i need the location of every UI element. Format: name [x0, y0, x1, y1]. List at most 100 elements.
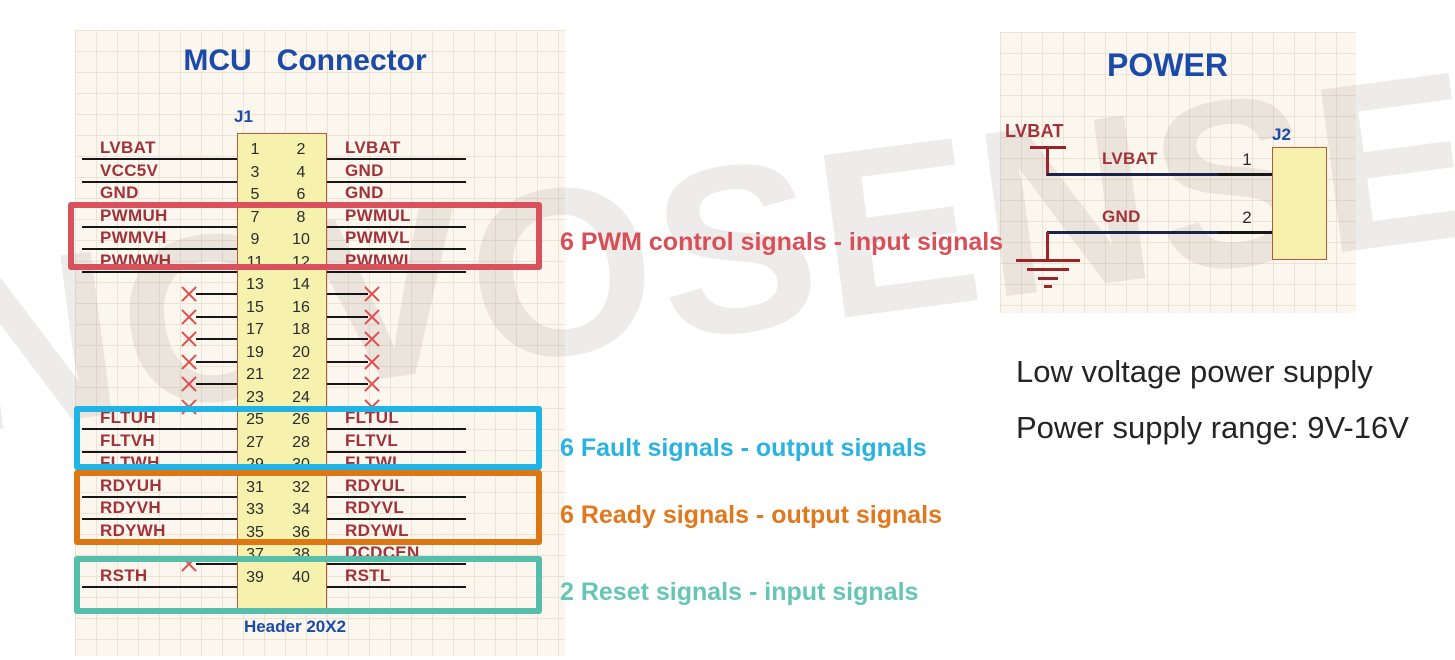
pin-number-even: 32: [292, 478, 310, 496]
pin-number-even: 10: [292, 231, 310, 248]
signal-group-annotation-3: 2 Reset signals - input signals: [560, 578, 919, 606]
nc-stub-right: [327, 293, 368, 295]
net-wire-right: [327, 495, 466, 498]
net-label-left: LVBAT: [100, 138, 156, 157]
pin-number-even: 4: [296, 163, 306, 181]
nc-stub-right: [327, 360, 368, 363]
wire-lvbat: [1047, 173, 1218, 176]
power-port-stem: [1046, 146, 1049, 176]
pin-number-even: 34: [292, 501, 310, 518]
pin-number-even: 22: [292, 366, 310, 383]
power-connector-body: [1272, 147, 1327, 260]
pin-number-even: 2: [296, 141, 306, 158]
net-label-right: FLTVL: [345, 430, 399, 450]
power-refdes-j2: J2: [1272, 125, 1291, 144]
net-label-right: RDYVL: [345, 498, 405, 517]
net-wire-left: [82, 428, 237, 430]
net-label-left: FLTVH: [100, 430, 156, 450]
no-connect-x-right: [363, 375, 381, 393]
no-connect-x-left: [180, 375, 198, 393]
nc-stub-left: [196, 383, 237, 385]
pin-number-even: 28: [292, 433, 310, 451]
net-wire-left: [82, 450, 237, 453]
signal-group-box-0: [68, 202, 542, 270]
signal-group-box-3: [74, 556, 542, 614]
pin-number-odd: 1: [250, 141, 260, 158]
net-label-right: RSTL: [345, 565, 391, 585]
nc-stub-left: [196, 338, 237, 340]
mcu-connector-body: [237, 133, 327, 613]
signal-group-box-1: [74, 406, 542, 470]
net-label-lvbat: LVBAT: [1102, 149, 1158, 168]
net-wire-right: [327, 428, 466, 430]
net-label-left: PWMVH: [100, 228, 167, 247]
ground-bar-1: [1016, 259, 1080, 262]
pin-number-odd: 3: [250, 163, 260, 181]
net-label-right: LVBAT: [345, 138, 401, 157]
net-label-left: RDYWH: [100, 520, 166, 540]
net-label-left: VCC5V: [100, 160, 159, 180]
net-wire-left: [82, 495, 237, 498]
pin-number-odd: 13: [246, 276, 264, 293]
net-wire-right: [327, 158, 466, 160]
nc-stub-right: [327, 315, 368, 318]
net-wire-right: [327, 225, 466, 228]
net-label-left: GND: [100, 183, 139, 202]
nc-stub-left: [196, 563, 237, 565]
nc-stub-left: [196, 360, 237, 363]
net-wire-right: [327, 563, 466, 565]
pin-number-odd: 9: [250, 231, 260, 248]
net-wire-left: [82, 585, 237, 588]
ground-stem: [1046, 232, 1049, 260]
net-label-right: RDYUL: [345, 475, 406, 495]
net-wire-right: [327, 248, 466, 250]
pin-number-even: 6: [296, 186, 306, 203]
no-connect-x-right: [363, 330, 381, 348]
net-label-right: GND: [345, 183, 384, 202]
no-connect-x-left: [180, 330, 198, 348]
pin-number-even: 26: [292, 411, 310, 428]
pin-number-even: 8: [296, 208, 306, 226]
pin-number-odd: 35: [246, 523, 264, 541]
pin-number-even: 16: [292, 298, 310, 316]
pin-number-even: 40: [292, 568, 310, 586]
pin-number-odd: 31: [246, 478, 264, 496]
net-wire-right: [327, 180, 466, 183]
net-wire-left: [82, 248, 237, 250]
net-label-right: FLTUL: [345, 408, 400, 427]
ground-bar-4: [1044, 285, 1052, 288]
power-note-1: Low voltage power supply: [1016, 354, 1373, 389]
net-label-right: GND: [345, 160, 384, 180]
net-label-right: PWMVL: [345, 228, 410, 247]
net-label-left: FLTUH: [100, 408, 156, 427]
net-label-left: RDYUH: [100, 475, 162, 495]
pin-number-even: 20: [292, 343, 310, 361]
net-wire-right: [327, 270, 466, 273]
net-wire-right: [327, 585, 466, 588]
pin-number-odd: 23: [246, 388, 264, 406]
net-label-right: RDYWL: [345, 520, 409, 540]
power-section-title: POWER: [1107, 47, 1228, 83]
net-wire-left: [82, 180, 237, 183]
nc-stub-left: [196, 315, 237, 318]
no-connect-x-left: [180, 353, 198, 371]
pin-number-odd: 25: [246, 411, 264, 428]
net-wire-left: [82, 270, 237, 273]
net-wire-left: [82, 518, 237, 520]
mcu-footprint-label: Header 20X2: [243, 617, 347, 636]
pin-number-even: 14: [292, 276, 310, 293]
power-note-2: Power supply range: 9V-16V: [1016, 410, 1409, 445]
net-wire-right: [327, 518, 466, 520]
net-label-right: PWMUL: [345, 205, 411, 225]
pin-number-odd: 27: [246, 433, 264, 451]
mcu-section-title: MCU Connector: [183, 44, 427, 77]
ground-bar-3: [1038, 277, 1058, 280]
pin-number-odd: 33: [246, 501, 264, 518]
nc-stub-right: [327, 338, 368, 340]
nc-stub-left: [196, 293, 237, 295]
signal-group-annotation-0: 6 PWM control signals - input signals: [560, 228, 1004, 256]
wire-gnd: [1047, 231, 1218, 234]
pin-number-odd: 21: [246, 366, 264, 383]
net-label-left: RSTH: [100, 565, 148, 585]
